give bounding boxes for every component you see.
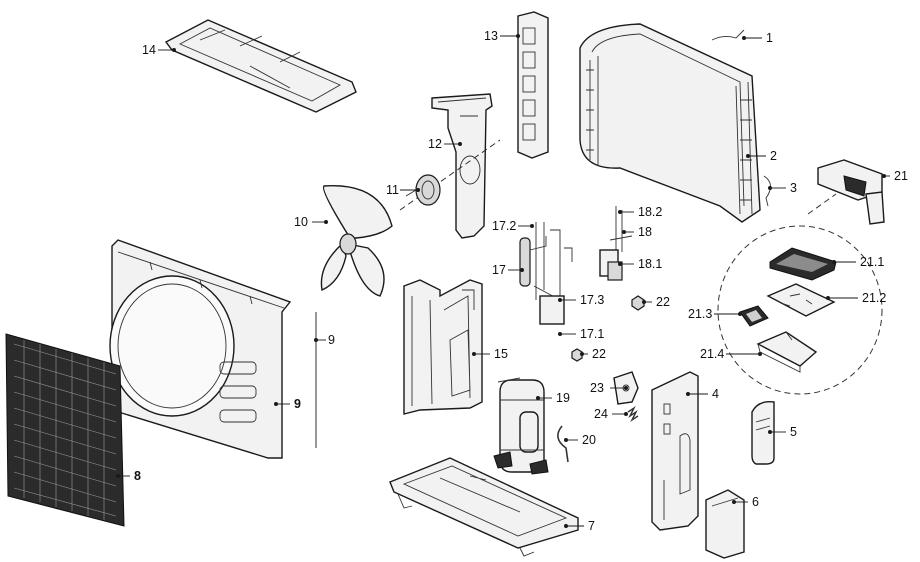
callout-14: 14 (142, 43, 156, 57)
leader-lines (116, 34, 890, 528)
fan-blade-part (320, 184, 393, 297)
callout-21-4: 21.4 (700, 347, 724, 361)
motor-axis-line (399, 139, 501, 211)
callout-23: 23 (590, 381, 604, 395)
callout-7: 7 (588, 519, 595, 533)
callout-21-3: 21.3 (688, 307, 712, 321)
callout-4: 4 (712, 387, 719, 401)
partition-plate-part (403, 279, 483, 415)
callout-9-panel: 9 (294, 397, 301, 411)
callout-20: 20 (582, 433, 596, 447)
electrical-group-outline (717, 225, 883, 395)
front-grille-part (5, 333, 125, 527)
callout-19: 19 (556, 391, 570, 405)
callout-12: 12 (428, 137, 442, 151)
callout-21-1: 21.1 (860, 255, 884, 269)
callout-17-1: 17.1 (580, 327, 604, 341)
right-side-plate-part (651, 371, 699, 531)
callout-18: 18 (638, 225, 652, 239)
callout-11: 11 (386, 183, 399, 197)
callout-18-1: 18.1 (638, 257, 662, 271)
side-bracket-part (517, 11, 549, 159)
four-way-valve-assembly-part (519, 222, 573, 325)
callout-24: 24 (594, 407, 608, 421)
pipe-20-part (557, 425, 569, 463)
pcb-21-2-part (766, 283, 836, 317)
compressor-part (493, 377, 549, 475)
callout-17-2: 17.2 (492, 219, 516, 233)
box-base-21-4-part (756, 331, 818, 373)
callout-22-lower: 22 (592, 347, 606, 361)
sensor-1-part (711, 29, 745, 41)
electrical-group-link (807, 193, 837, 215)
callout-13: 13 (484, 29, 498, 43)
nut-22a-part (631, 295, 645, 311)
pcb-21-1-part (769, 247, 837, 281)
callout-3: 3 (790, 181, 797, 195)
callout-1: 1 (766, 31, 773, 45)
spring-part (627, 405, 639, 423)
callout-17-3: 17.3 (580, 293, 604, 307)
callout-21-2: 21.2 (862, 291, 886, 305)
service-valves-part (599, 206, 633, 281)
callout-8: 8 (134, 469, 141, 483)
top-cover-part (164, 19, 357, 113)
handle-cover-6-part (705, 489, 745, 559)
callout-22-nut: 22 (656, 295, 670, 309)
callout-15: 15 (494, 347, 508, 361)
sensor-3-part (763, 175, 771, 207)
callout-18-2: 18.2 (638, 205, 662, 219)
callout-21: 21 (894, 169, 908, 183)
condenser-coil-part (579, 23, 761, 223)
fan-motor-part (405, 174, 441, 206)
callout-5: 5 (790, 425, 797, 439)
electrical-box-part (817, 159, 885, 225)
board-holder-21-3-part (739, 305, 769, 327)
callout-2: 2 (770, 149, 777, 163)
callout-10: 10 (294, 215, 308, 229)
callout-17: 17 (492, 263, 506, 277)
valve-cover-5-part (751, 401, 775, 465)
front-panel-part (109, 239, 292, 459)
base-pan-part (389, 457, 579, 557)
callout-9-edge: 9 (328, 333, 335, 347)
motor-bracket-part (431, 93, 493, 239)
callout-6: 6 (752, 495, 759, 509)
nut-22b-part (571, 348, 583, 362)
